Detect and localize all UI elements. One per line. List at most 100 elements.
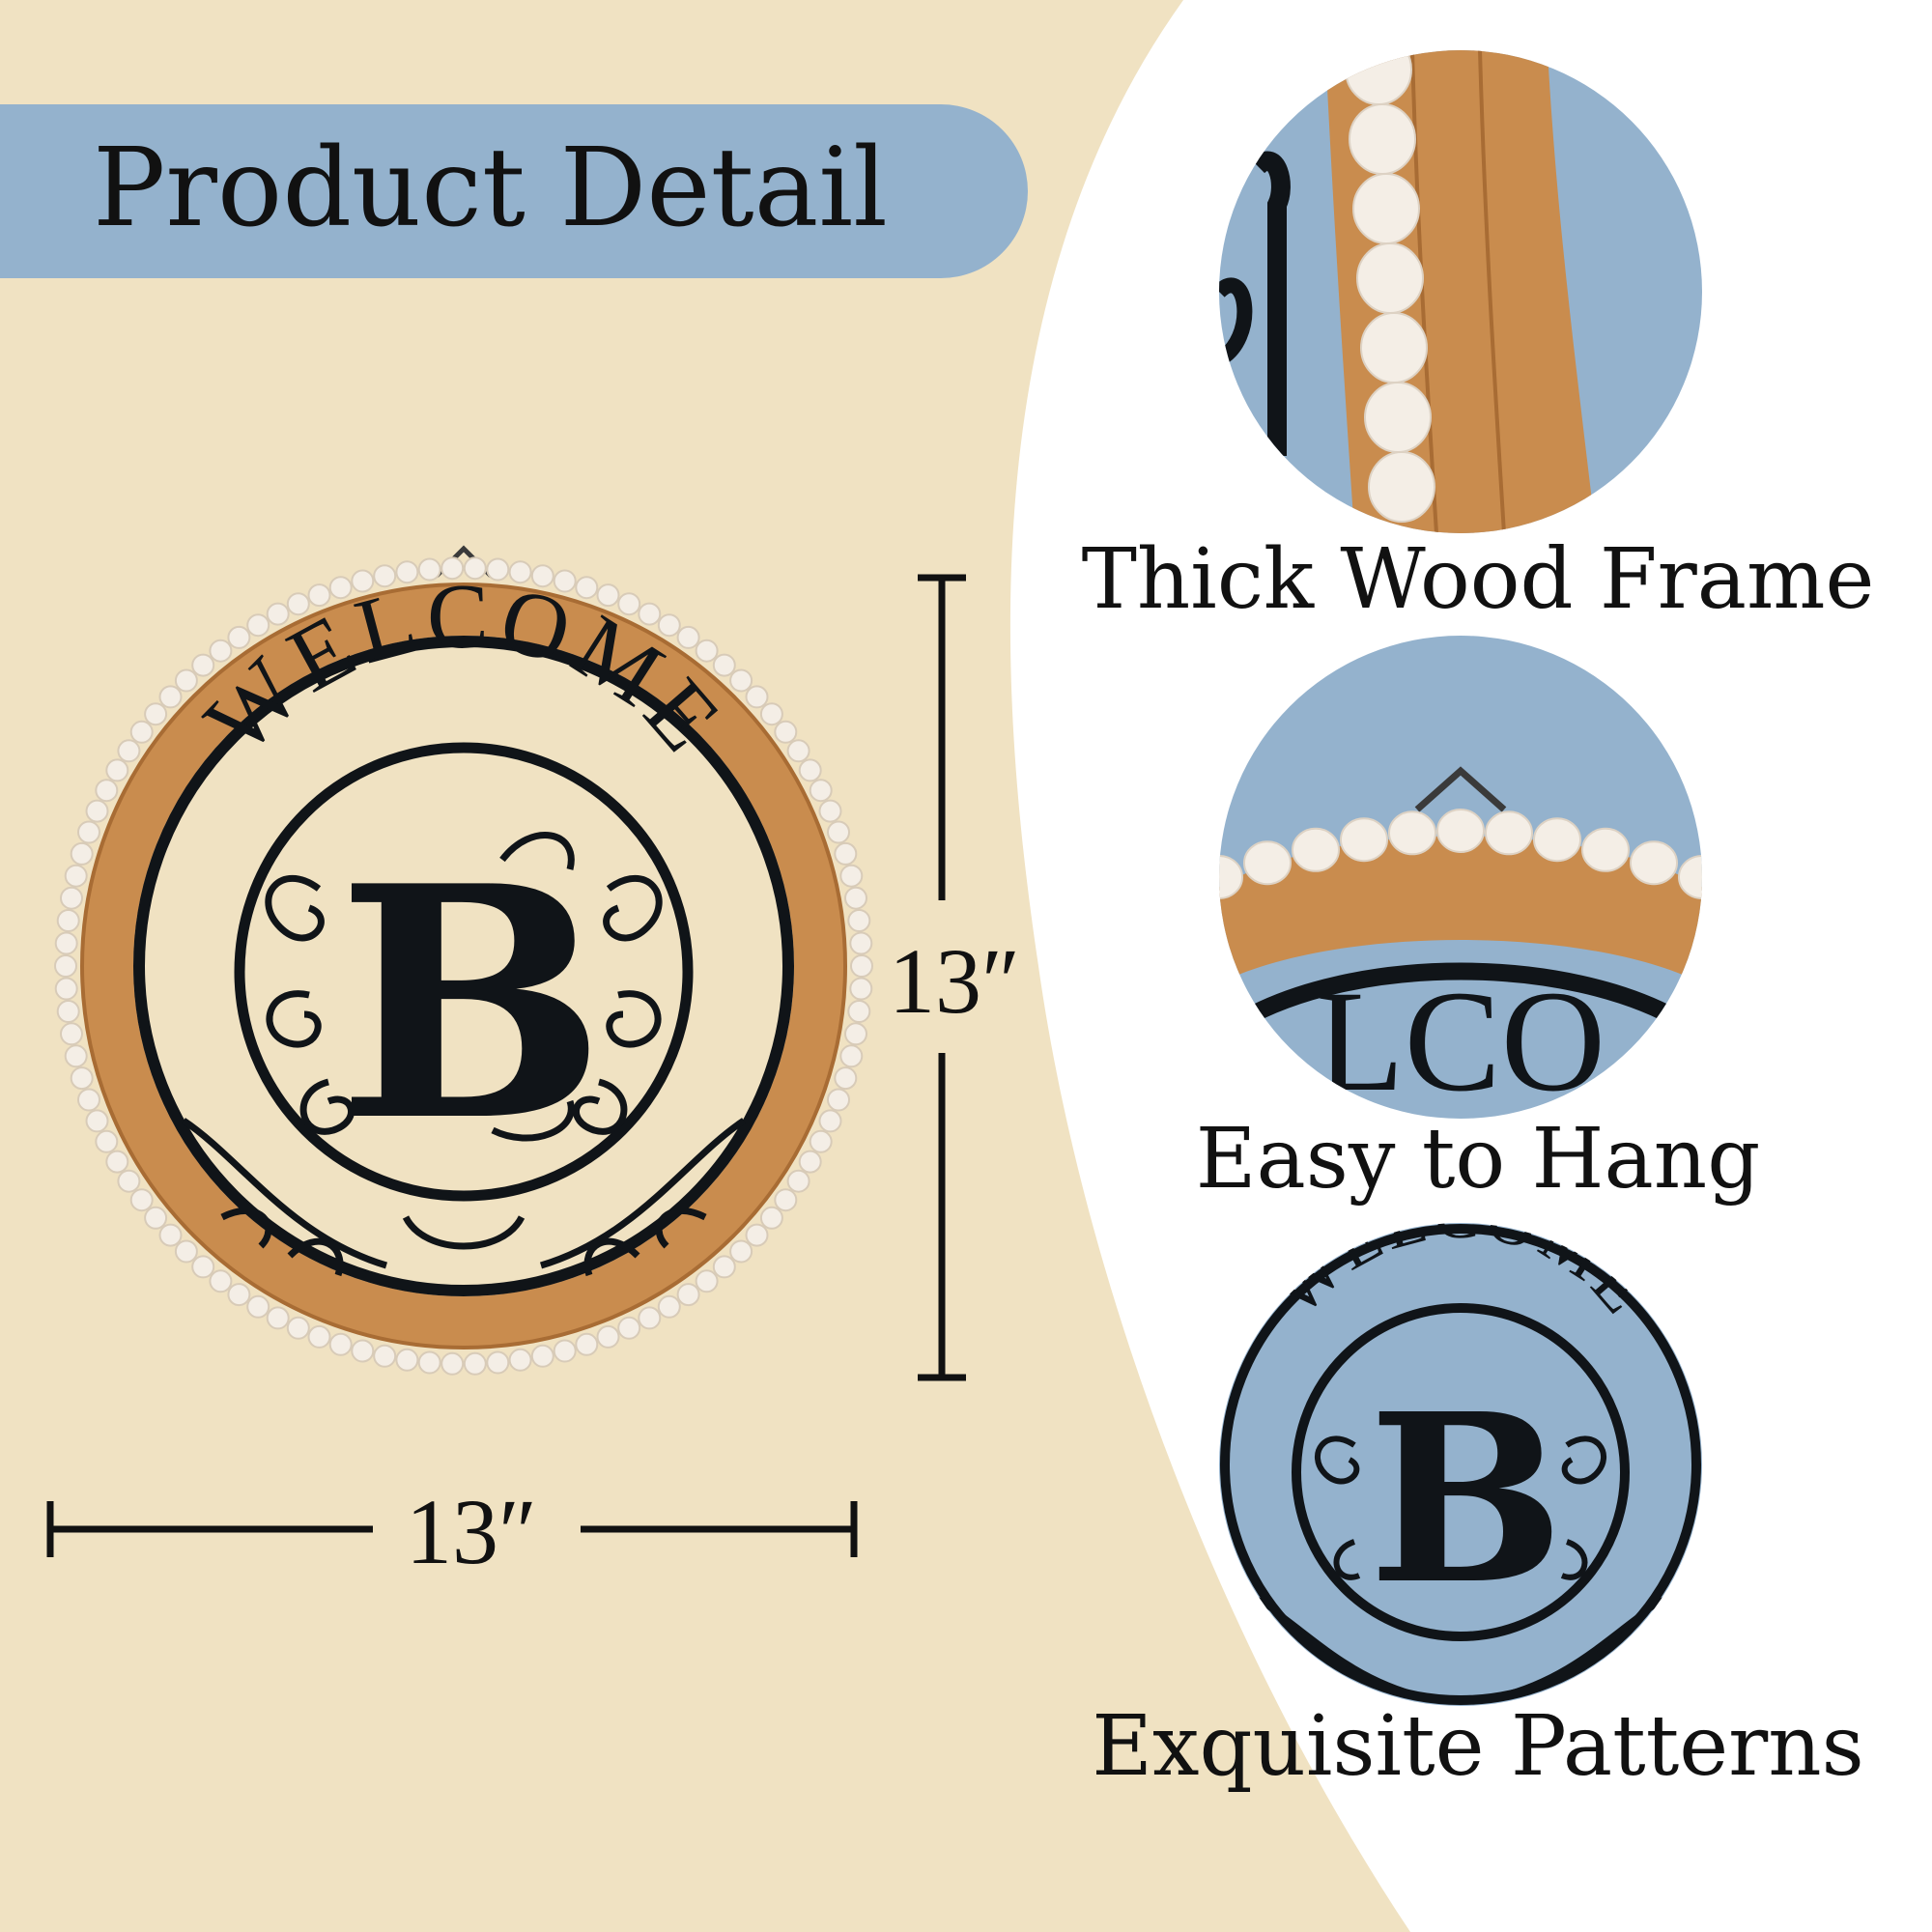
- bead: [227, 1283, 251, 1307]
- bead: [1630, 840, 1678, 886]
- bead: [1352, 173, 1420, 244]
- bead: [657, 613, 681, 638]
- bead: [798, 1150, 822, 1174]
- bead: [307, 1324, 331, 1349]
- wood-frame-closeup-icon: [1219, 50, 1702, 533]
- bead: [328, 576, 353, 600]
- bead: [575, 576, 599, 600]
- bead: [129, 1188, 154, 1212]
- bead: [657, 1294, 681, 1319]
- bead: [809, 1129, 833, 1153]
- bead: [95, 1129, 119, 1153]
- bead: [729, 668, 753, 693]
- bead: [417, 557, 441, 582]
- bead: [786, 739, 810, 763]
- bead: [64, 864, 88, 888]
- height-label: 13″: [889, 929, 1020, 1033]
- bead: [60, 886, 83, 910]
- bead: [70, 1066, 94, 1091]
- bead: [158, 1223, 183, 1247]
- monogram-letter: B: [337, 816, 607, 1191]
- bead: [129, 720, 154, 744]
- bead: [818, 1109, 842, 1133]
- bead: [307, 583, 331, 608]
- bead: [638, 1306, 662, 1330]
- bead: [596, 1324, 620, 1349]
- bead: [328, 1332, 353, 1356]
- bead: [818, 799, 842, 823]
- bead: [246, 1294, 270, 1319]
- bead: [575, 1332, 599, 1356]
- scroll-flourish-pattern: [182, 832, 746, 1277]
- bead: [1292, 827, 1340, 872]
- feature-caption-easy-hang: Easy to Hang: [1195, 1111, 1761, 1208]
- outer-metal-ring: [133, 636, 794, 1296]
- bead: [774, 1188, 798, 1212]
- bead: [798, 758, 822, 782]
- bead: [508, 1348, 532, 1372]
- bead: [1485, 810, 1533, 856]
- bead: [85, 1109, 109, 1133]
- bead: [266, 1306, 290, 1330]
- bead: [844, 886, 867, 910]
- sign-field: [133, 636, 794, 1296]
- bead: [373, 564, 397, 588]
- bead: [530, 564, 554, 588]
- bead: [117, 739, 141, 763]
- product-sign: WELCOME B: [54, 545, 873, 1376]
- bead: [553, 1339, 577, 1363]
- bead: [64, 1044, 88, 1068]
- bead: [847, 1000, 871, 1023]
- bead: [70, 841, 94, 866]
- bead: [54, 931, 78, 955]
- bead: [60, 1022, 83, 1046]
- bead: [850, 954, 873, 978]
- bead: [745, 1223, 769, 1247]
- feature-caption-patterns: Exquisite Patterns: [1092, 1698, 1864, 1795]
- bead: [712, 653, 736, 677]
- bead: [834, 1066, 858, 1091]
- bead: [1436, 809, 1485, 853]
- bead: [759, 1206, 783, 1230]
- bead: [351, 569, 375, 593]
- bead: [191, 1255, 215, 1279]
- bead: [745, 685, 769, 709]
- bead: [56, 1000, 80, 1023]
- bead: [827, 1088, 850, 1112]
- bead: [95, 779, 119, 803]
- bead: [1219, 855, 1243, 899]
- bead: [105, 758, 129, 782]
- bead: [847, 909, 871, 932]
- bead: [486, 1350, 510, 1375]
- bead: [77, 820, 100, 844]
- width-dimension-line: [46, 1501, 858, 1557]
- bead: [174, 1239, 198, 1264]
- bead: [174, 668, 198, 693]
- bead: [617, 592, 641, 616]
- bead: [1356, 242, 1424, 314]
- bead: [729, 1239, 753, 1264]
- bead: [786, 1169, 810, 1193]
- bead: [1678, 855, 1702, 899]
- bead: [596, 583, 620, 608]
- bead: [695, 639, 719, 663]
- bead: [144, 1206, 168, 1230]
- bead: [1340, 817, 1388, 863]
- bead: [553, 569, 577, 593]
- bead: [759, 702, 783, 726]
- bead: [1360, 312, 1428, 384]
- bead: [849, 931, 873, 955]
- bead: [417, 1350, 441, 1375]
- inner-metal-ring: [234, 742, 694, 1202]
- monogram-pattern-closeup-icon: WELCOME B: [1219, 1223, 1702, 1706]
- bead-trim: [54, 556, 873, 1376]
- bead: [827, 820, 850, 844]
- bead: [834, 841, 858, 866]
- hanging-wire-closeup-icon: LCO: [1219, 636, 1702, 1119]
- bead: [1533, 817, 1581, 863]
- bead: [617, 1316, 641, 1340]
- bead: [463, 556, 487, 581]
- header-banner: [0, 104, 1028, 278]
- bead: [508, 560, 532, 584]
